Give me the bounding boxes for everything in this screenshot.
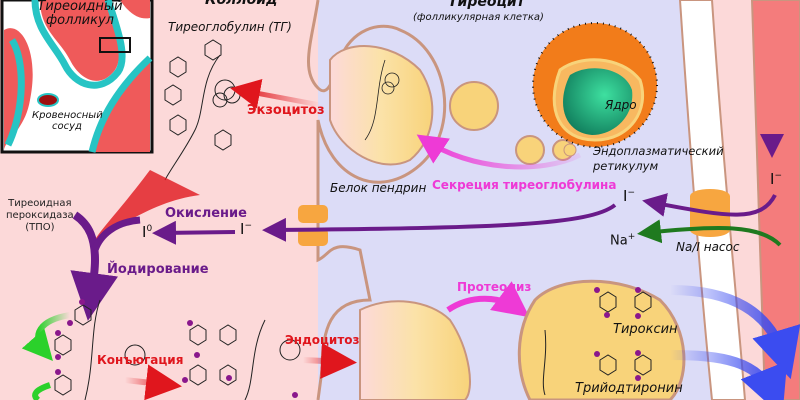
proteolysis-arrow xyxy=(446,281,530,318)
secretion-label: Секреция тиреоглобулина xyxy=(432,178,617,192)
exocytosis-label: Экзоцитоз xyxy=(247,103,325,118)
conjugation-green-arrow-2 xyxy=(32,382,51,400)
thyroglobulin-label: Тиреоглобулин (ТГ) xyxy=(168,20,292,34)
pendrin-channel xyxy=(298,205,328,246)
tpo-fork xyxy=(70,211,119,321)
secretion-arrow xyxy=(416,134,582,170)
iodide-uptake-arrow xyxy=(642,193,777,217)
er-label-line1: Эндоплазматический xyxy=(593,144,724,158)
sodium-ion: Na+ xyxy=(610,232,636,249)
hormone-iodine-atoms xyxy=(594,287,641,381)
vesicle-2 xyxy=(515,135,545,165)
iodide-ion-colloid: I− xyxy=(240,220,252,238)
thyroglobulin-molecule xyxy=(164,39,241,181)
thyrocyte-title: Тиреоцит xyxy=(448,0,525,10)
exocytosis-arrow xyxy=(230,78,321,109)
nucleus-label: Ядро xyxy=(605,98,637,112)
secretory-vesicle-large xyxy=(329,45,434,166)
endocytosis-arrow xyxy=(302,342,357,379)
tpo-label: Тиреоидная пероксидаза (ТПО) xyxy=(6,198,74,233)
pump-label: Na/I насос xyxy=(676,240,740,254)
iodide-ion-cell: I− xyxy=(623,187,635,205)
conjugation-label: Конъюгация xyxy=(97,353,184,367)
nucleus-er xyxy=(532,22,658,157)
conjugation-arrow xyxy=(124,364,182,400)
iodide-ion-blood: I− xyxy=(770,170,782,188)
endocytosis-label: Эндоцитоз xyxy=(285,333,360,347)
pendrin-label: Белок пендрин xyxy=(330,181,427,195)
thyrocyte-subtitle: (фолликулярная клетка) xyxy=(413,12,544,23)
colloid-title: Коллоид xyxy=(205,0,278,8)
thyroxine-release-arrow xyxy=(669,285,800,380)
iodinated-thyroglobulin xyxy=(54,299,301,400)
oxidation-arrow xyxy=(152,220,236,245)
inset-follicle-label: Тиреоидный фолликул xyxy=(37,0,123,28)
triiodothyronine-label: Трийодтиронин xyxy=(575,381,683,396)
inset-vessel-label: Кровеносный сосуд xyxy=(32,110,103,132)
er-label-line2: ретикулум xyxy=(593,159,659,173)
er-label: Эндоплазматический ретикулум xyxy=(593,144,724,174)
thyroxine-label: Тироксин xyxy=(613,322,678,337)
apical-membrane xyxy=(306,0,447,400)
iodide-transport-arrow xyxy=(262,203,617,242)
oxidation-label: Окисление xyxy=(165,206,247,221)
triiodothyronine-release-arrow xyxy=(669,350,788,400)
proteolysis-label: Протеолиз xyxy=(457,280,532,294)
hormone-structures xyxy=(542,291,652,396)
iodine-atom: I0 xyxy=(142,223,153,241)
conjugation-green-arrow-1 xyxy=(21,312,71,362)
sodium-uptake-arrow xyxy=(637,219,782,247)
endocytic-vesicle xyxy=(359,300,471,400)
iodination-label: Йодирование xyxy=(107,262,209,277)
follicle-inset xyxy=(0,0,154,154)
vesicle-1 xyxy=(449,81,499,131)
